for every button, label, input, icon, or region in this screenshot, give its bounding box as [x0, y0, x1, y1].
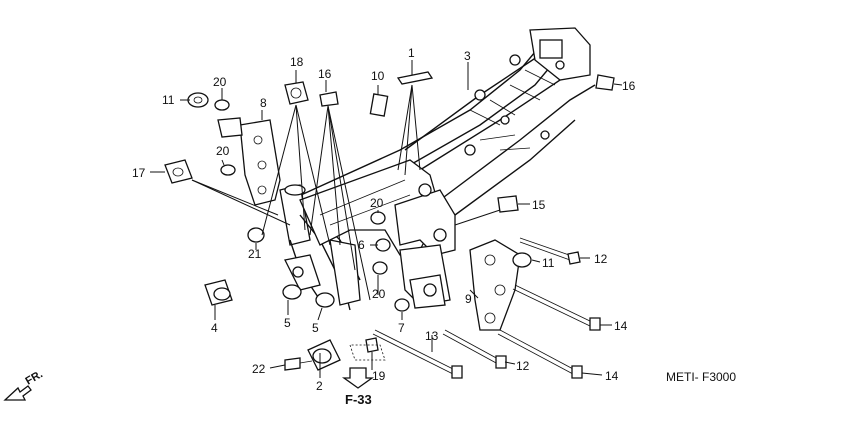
- part-19-grommet: [349, 337, 386, 361]
- part-20-collar-low: [370, 211, 386, 225]
- callout-7: 7: [398, 321, 405, 335]
- callout-14-upper: 14: [614, 319, 628, 333]
- leader-lines: [150, 60, 623, 378]
- part-22-bolt: [284, 357, 313, 371]
- part-20-nut-top: [214, 99, 230, 111]
- reference-f33: F-33: [341, 367, 375, 407]
- callout-17: 17: [132, 166, 146, 180]
- callout-19: 19: [372, 369, 386, 383]
- diagram-code: METI- F3000: [666, 370, 736, 384]
- bolt-13: [372, 329, 463, 379]
- part-11-rubber-right: [512, 252, 532, 268]
- callout-13: 13: [425, 329, 439, 343]
- part-16-clip-right: [595, 74, 615, 91]
- callout-10: 10: [371, 69, 385, 83]
- part-20-collar-mid: [372, 261, 388, 275]
- part-2-sensor: [307, 339, 341, 371]
- part-21-collar: [247, 227, 265, 243]
- callout-5-right: 5: [312, 321, 319, 335]
- callout-20-top: 20: [213, 75, 227, 89]
- callout-8: 8: [260, 96, 267, 110]
- callout-14-lower: 14: [605, 369, 619, 383]
- callout-22: 22: [252, 362, 266, 376]
- callout-9: 9: [465, 292, 472, 306]
- part-15-clamp: [497, 195, 519, 213]
- callout-5-left: 5: [284, 316, 291, 330]
- part-9-plate: [469, 239, 521, 331]
- part-20-nut-mid: [220, 164, 236, 176]
- callout-21: 21: [248, 247, 262, 261]
- callout-4: 4: [211, 321, 218, 335]
- callout-12-upper: 12: [594, 252, 608, 266]
- callout-1: 1: [408, 46, 415, 60]
- part-11-rubber-left: [187, 92, 209, 108]
- front-direction-arrow: FR.: [3, 368, 45, 401]
- part-1-plate: [396, 71, 434, 85]
- main-frame: [279, 27, 596, 311]
- part-18-clamp: [284, 81, 309, 105]
- part-8-bracket: [217, 117, 281, 206]
- callout-20-mid: 20: [216, 144, 230, 158]
- callout-3: 3: [464, 49, 471, 63]
- part-10-pad: [369, 93, 389, 117]
- callout-16-top: 16: [318, 67, 332, 81]
- part-7-collar: [394, 298, 410, 312]
- bolt-12-upper: [519, 237, 581, 265]
- part-5-collar-right: [315, 292, 335, 308]
- part-16-clip-top: [319, 91, 339, 107]
- callout-11-left: 11: [162, 93, 175, 107]
- part-6-collar: [375, 238, 391, 252]
- part-17-clip: [164, 159, 193, 184]
- callout-15: 15: [532, 198, 546, 212]
- callout-16-right: 16: [622, 79, 636, 93]
- bolt-14-lower: [497, 329, 583, 379]
- bolt-12-lower: [442, 329, 507, 369]
- callouts: 1 2 3 4 5 5 6 7 8 9 10 11 11 12 12 13 14…: [132, 46, 636, 393]
- callout-11-right: 11: [542, 256, 555, 270]
- callout-18: 18: [290, 55, 304, 69]
- bolt-14-upper: [512, 284, 601, 331]
- callout-12-lower: 12: [516, 359, 530, 373]
- callout-2: 2: [316, 379, 323, 393]
- part-4-mount: [204, 279, 233, 306]
- callout-20-upper-collar: 20: [370, 196, 384, 210]
- part-5-collar-left: [282, 284, 302, 300]
- callout-6: 6: [358, 238, 365, 252]
- callout-20-lower: 20: [372, 287, 386, 301]
- reference-label: F-33: [345, 392, 372, 407]
- front-label: FR.: [24, 368, 45, 387]
